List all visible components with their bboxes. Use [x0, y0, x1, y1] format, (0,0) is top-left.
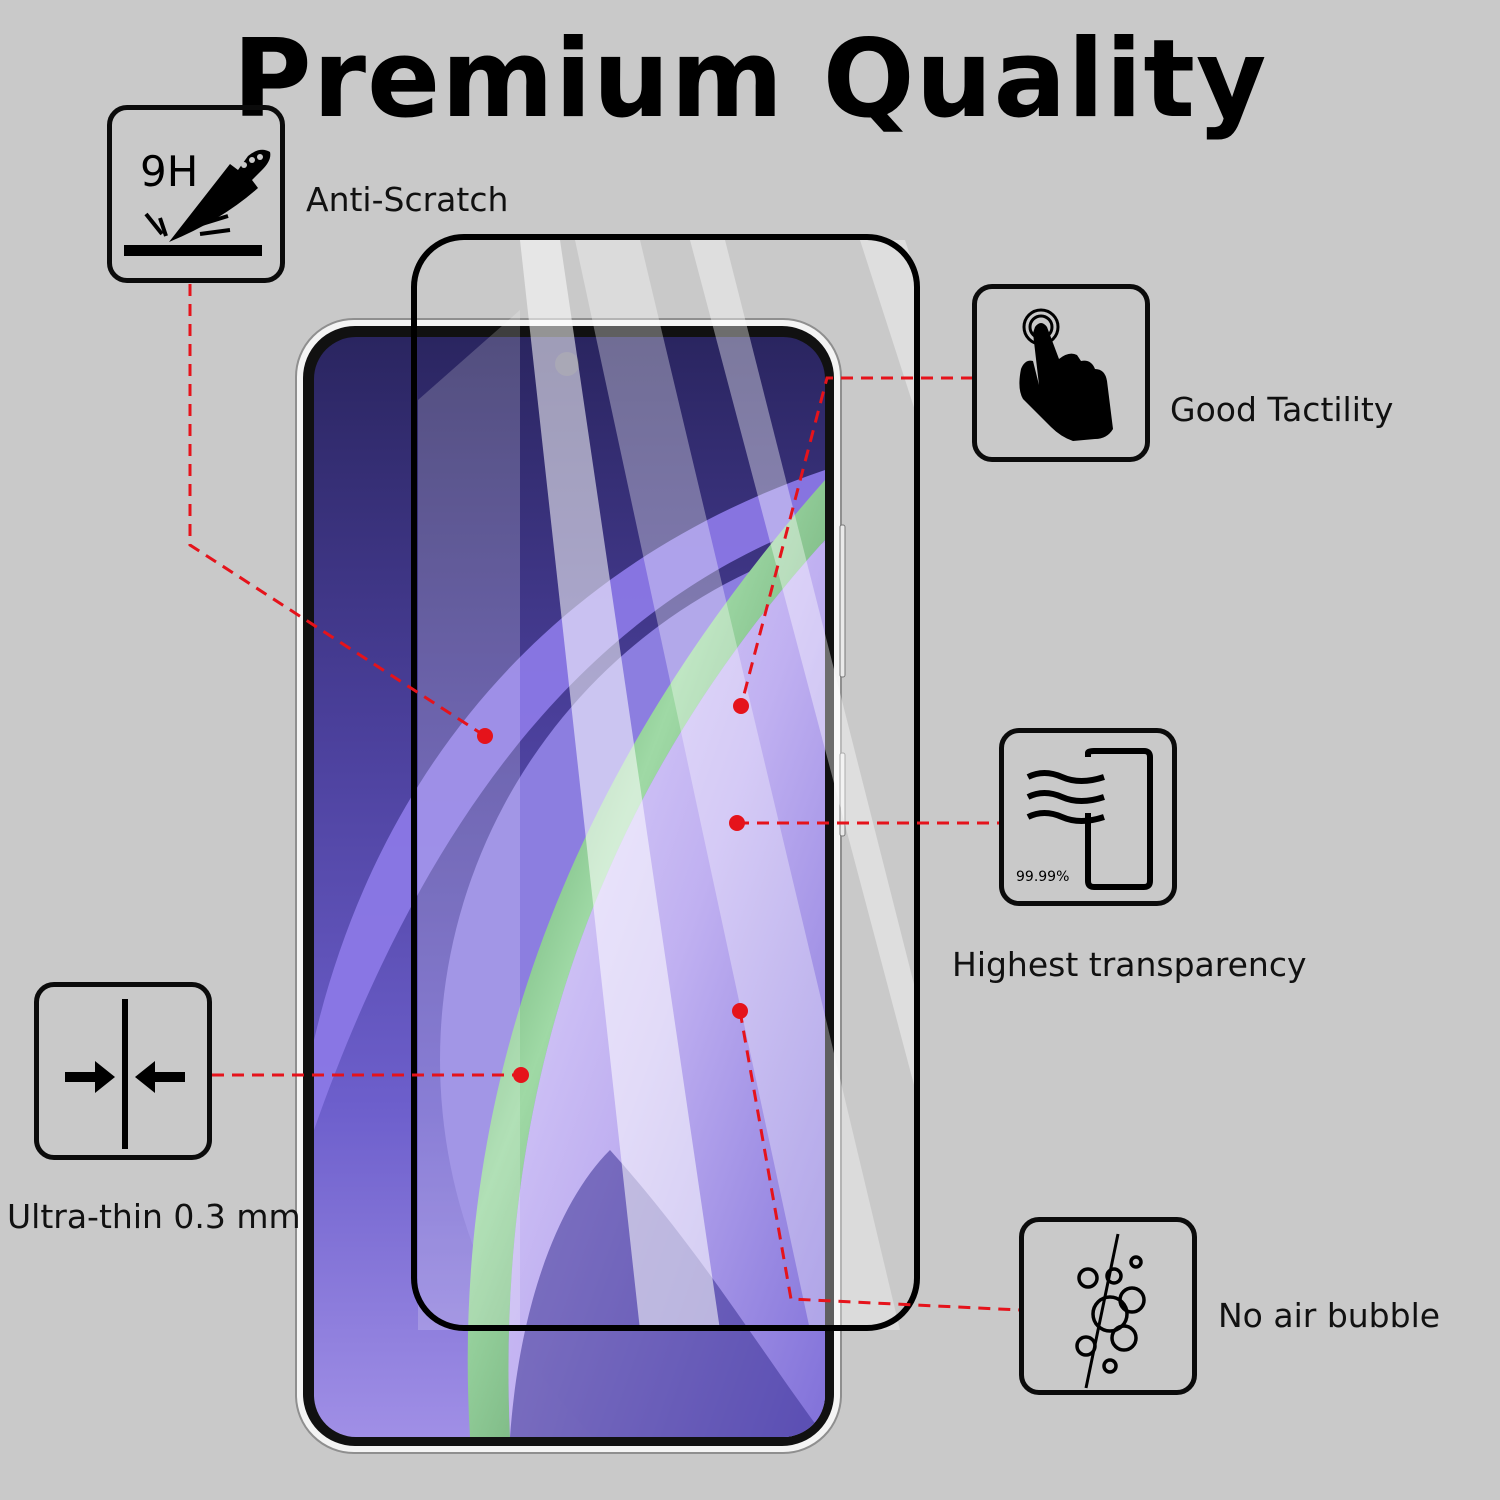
knife-scratch-icon: 9H — [124, 147, 271, 256]
transparency-phone-icon: 99.99% — [1016, 748, 1153, 890]
anti-scratch-label: Anti-Scratch — [306, 180, 509, 219]
anti-scratch-icon-box: 9H — [107, 105, 285, 283]
highest-transparency-icon-box: 99.99% — [999, 728, 1177, 906]
svg-text:99.99%: 99.99% — [1016, 869, 1069, 885]
thin-arrows-icon — [65, 999, 185, 1149]
callout-dots — [477, 698, 749, 1083]
screen-protector-outline — [411, 234, 920, 1331]
callout-lines — [188, 284, 1021, 1312]
good-tactility-icon-box — [972, 284, 1150, 462]
good-tactility-label: Good Tactility — [1170, 390, 1394, 429]
ultra-thin-label: Ultra-thin 0.3 mm — [7, 1197, 301, 1236]
touch-hand-icon — [1019, 308, 1113, 441]
glass-reflections — [418, 240, 918, 1330]
svg-text:9H: 9H — [140, 147, 198, 196]
ultra-thin-icon-box — [34, 982, 212, 1160]
page-title: Premium Quality — [232, 17, 1268, 142]
bubbles-icon — [1075, 1233, 1146, 1389]
no-air-bubble-label: No air bubble — [1218, 1296, 1441, 1335]
highest-transparency-label: Highest transparency — [952, 945, 1307, 984]
no-air-bubble-icon-box — [1019, 1217, 1197, 1395]
